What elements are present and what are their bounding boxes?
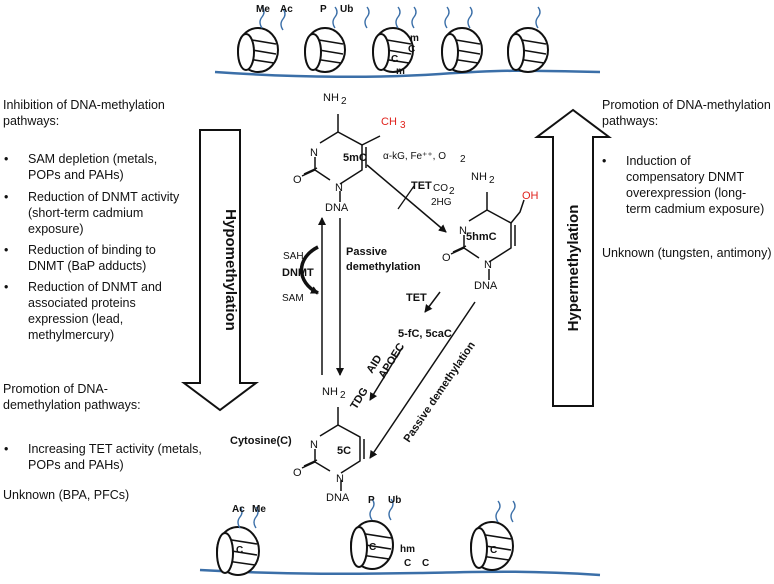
right-bullet-dnmt-overexpression: Induction of compensatory DNMT overexpre… [602,153,771,217]
tdg-label: TDG [348,386,370,412]
5c-name: 5C [337,445,351,457]
arrow-5hmc-to-5fc [424,291,441,313]
5mc-nh: NH [323,92,339,104]
2hg-label: 2HG [431,197,452,208]
top-letter-c2: C [391,54,398,65]
bottom-mark-ub: Ub [388,495,401,506]
left-bullet-dnmt-activity: Reduction of DNMT activity (short-term c… [4,189,183,237]
5mc-n3: N [310,147,318,159]
molecule-5c [301,407,365,491]
cytosine-label: Cytosine(C) [230,435,292,447]
left-bullet-dnmt-expression: Reduction of DNMT and associated protein… [4,279,178,343]
arrow-5mc-to-5hmc [366,164,447,233]
top-mark-p: P [320,4,327,15]
co2-sub: 2 [449,186,455,197]
right-unknown: Unknown (tungsten, antimony) [602,246,772,260]
bottom-letter-c5: C [490,545,497,556]
top-nucleosomes: Me Ac P Ub m C C m [214,4,601,79]
nucleosome-bottom-3 [470,521,514,571]
5c-nh: NH [322,386,338,398]
5c-n1: N [336,473,344,485]
top-letter-c1: C [408,44,415,55]
5hmc-name: 5hmC [466,231,497,243]
5mc-o: O [293,174,302,186]
tet-label-1: TET [411,180,432,192]
5c-o: O [293,467,302,479]
nucleosome-top-4 [441,27,483,73]
5c-dna: DNA [326,492,350,504]
nucleosome-bottom-2 [350,520,394,570]
passive-label-2: demethylation [346,261,421,273]
hypomethylation-label: Hypomethylation [222,209,239,331]
cofactors-sub: 2 [460,154,466,165]
5hmc-nh: NH [471,171,487,183]
5mc-methyl-sub: 3 [400,120,406,131]
top-mark-ub: Ub [340,4,353,15]
hypermethylation-label: Hypermethylation [565,205,582,332]
bottom-nucleosomes: Ac Me P Ub C C hm C C C [199,495,601,577]
molecule-5hmc [450,192,525,280]
5mc-dna: DNA [325,202,349,214]
cofactors-label: α-kG, Fe⁺⁺, O [383,151,446,162]
left-bullet-dnmt-binding: Reduction of binding to DNMT (BaP adduct… [4,242,183,274]
nucleosome-bottom-1 [216,526,260,576]
5hmc-o: O [442,252,451,264]
5hmc-n1: N [484,259,492,271]
5hmc-n3: N [459,225,467,237]
left-bullet-sam: SAM depletion (metals, POPs and PAHs) [4,151,178,183]
reaction-arrows [299,164,476,459]
bottom-letter-c1: C [236,545,243,556]
arrow-passive-5hmc-to-5c [369,301,476,459]
intermediates-label: 5-fC, 5caC [398,328,452,340]
left-unknown: Unknown (BPA, PFCs) [3,488,130,502]
right-promotion-heading: Promotion of DNA-methylation pathways: [602,98,771,128]
dnmt-curved-arrow [299,245,319,295]
5mc-methyl: CH [381,116,397,128]
left-inhibition-heading: Inhibition of DNA-methylation pathways: [3,98,165,128]
tet-side-tick [397,185,415,210]
bottom-letter-c4: C [422,558,429,569]
5mc-nh-sub: 2 [341,96,347,107]
dnmt-label: DNMT [282,267,314,279]
5c-nh-sub: 2 [340,390,346,401]
hypermethylation-arrow: Hypermethylation [534,108,612,407]
tet-label-2: TET [406,292,427,304]
top-letter-m1: m [410,33,419,44]
nucleosome-top-2 [304,27,346,73]
bottom-mark-ac: Ac [232,504,245,515]
bottom-mark-me: Me [252,504,266,515]
top-letter-m2: m [396,66,405,77]
bottom-letter-c3: C [404,558,411,569]
5hmc-hydroxyl: OH [522,190,539,202]
top-mark-ac: Ac [280,4,293,15]
nucleosome-top-5 [507,27,549,73]
passive-label-1: Passive [346,246,387,258]
5c-n3: N [310,439,318,451]
arrow-5fc-to-5c [369,347,403,401]
sam-label: SAM [282,293,304,304]
5mc-name: 5mC [343,152,367,164]
nucleosome-top-1 [237,27,279,73]
co2-label: CO [433,183,448,194]
molecule-5mc [301,114,381,202]
bottom-letter-c2: C [369,542,376,553]
sah-label: SAH [283,251,304,262]
left-promotion-heading: Promotion of DNA-demethylation pathways: [3,382,141,412]
bottom-letter-hm: hm [400,544,415,555]
hypomethylation-arrow: Hypomethylation [181,129,259,412]
bottom-mark-p: P [368,495,375,506]
left-bullet-tet: Increasing TET activity (metals, POPs an… [4,441,203,473]
5hmc-nh-sub: 2 [489,175,495,186]
top-mark-me: Me [256,4,270,15]
nucleosome-top-3 [372,27,414,73]
5hmc-dna: DNA [474,280,498,292]
5mc-n1: N [335,182,343,194]
